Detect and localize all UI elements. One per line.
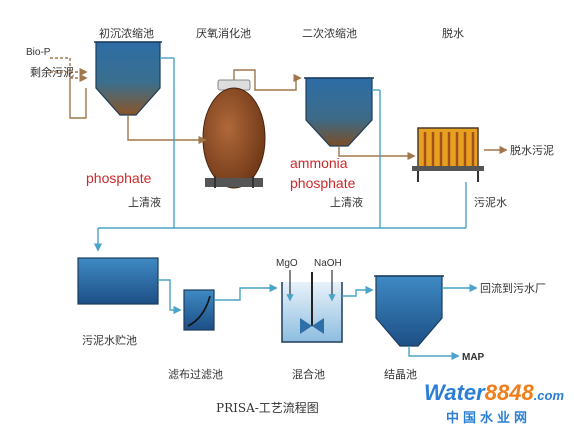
- label-phosphate-1: phosphate: [86, 170, 152, 186]
- label-excess-sludge: 剩余污泥: [30, 65, 74, 79]
- watermark-dotcom: .com: [534, 388, 565, 403]
- label-dewatering: 脱水: [442, 26, 464, 40]
- mixing-tank: [281, 272, 343, 343]
- primary-thickener: [94, 41, 162, 116]
- watermark-number: 8848: [485, 380, 535, 405]
- label-phosphate-2: phosphate: [290, 175, 356, 191]
- label-primary-thickener: 初沉浓缩池: [99, 26, 154, 40]
- label-map: MAP: [462, 352, 485, 363]
- settling-tank: [374, 275, 444, 347]
- label-naoh: NaOH: [314, 258, 342, 269]
- label-cloth-filter: 滤布过滤池: [168, 368, 223, 381]
- label-mgo: MgO: [276, 258, 298, 269]
- label-return-plant: 回流到污水厂: [480, 281, 546, 295]
- dosing-arrows: [286, 270, 336, 302]
- label-settling-tank: 结晶池: [384, 368, 417, 381]
- cloth-filter: [183, 289, 215, 331]
- dewatering-press: [412, 127, 484, 182]
- label-dewatered-sludge: 脱水污泥: [510, 143, 554, 157]
- watermark-water: Water: [424, 380, 486, 405]
- storage-tank: [77, 257, 159, 305]
- label-bio-p: Bio-P: [26, 47, 51, 58]
- watermark-logo: Water8848.com 中国水业网: [424, 380, 564, 426]
- sludge-pipes: [50, 57, 508, 161]
- watermark-chinese: 中国水业网: [446, 410, 531, 426]
- label-supernatant-2: 上清液: [330, 195, 363, 209]
- supernatant-pipes: [93, 57, 467, 252]
- label-secondary-thickener: 二次浓缩池: [302, 26, 357, 40]
- caption: PRISA-工艺流程图: [216, 400, 319, 415]
- treatment-pipes: [158, 279, 478, 361]
- label-ammonia: ammonia: [290, 155, 348, 171]
- label-storage-tank: 污泥水贮池: [82, 334, 137, 347]
- label-sludge-water: 污泥水: [474, 196, 507, 209]
- secondary-thickener: [304, 77, 374, 147]
- label-supernatant-1: 上清液: [128, 195, 161, 209]
- svg-text:Water8848.com: Water8848.com: [424, 380, 564, 405]
- label-mixing-tank: 混合池: [292, 367, 325, 381]
- label-anaerobic-digester: 厌氧消化池: [196, 26, 251, 40]
- anaerobic-digester: [202, 79, 266, 189]
